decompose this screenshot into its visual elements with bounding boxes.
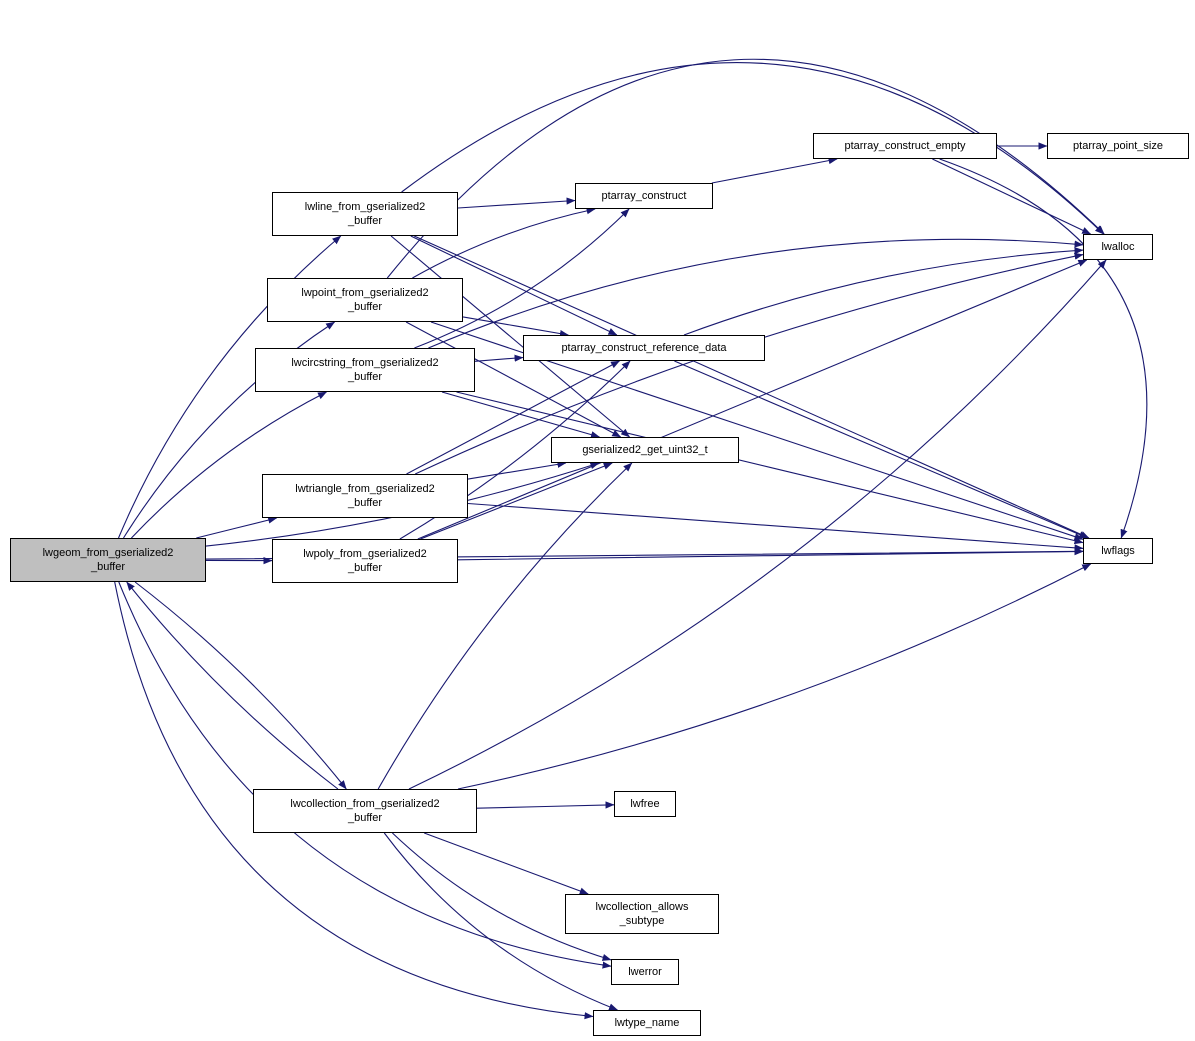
call-edge-lwcollection_from_gserialized2_buffer-to-lwerror [392,832,612,961]
graph-node-label: lwflags [1101,544,1135,557]
graph-node-label: _buffer [347,812,383,824]
graph-node-lwerror[interactable]: lwerror [611,959,679,985]
call-edge-ptarray_construct_empty-to-lwflags [939,158,1148,539]
call-edge-lwpoint_from_gserialized2_buffer-to-ptarray_construct [412,207,596,279]
graph-node-label: lwalloc [1101,240,1135,253]
call-edge-lwtriangle_from_gserialized2_buffer-to-gserialized2_get_uint32_t [467,460,567,480]
graph-node-label: _buffer [347,215,383,227]
graph-node-lwfree[interactable]: lwfree [614,791,676,817]
graph-node-label: _buffer [347,301,383,313]
graph-node-lwalloc[interactable]: lwalloc [1083,234,1153,260]
graph-node-lwcollection_from_gserialized2_buffer[interactable]: lwcollection_from_gserialized2 _buffer [253,789,477,833]
call-edge-lwgeom_from_gserialized2_buffer-to-lwline_from_gserialized2_buffer [117,235,342,539]
call-edge-lwcircstring_from_gserialized2_buffer-to-lwflags [456,391,1084,545]
call-edge-lwcollection_from_gserialized2_buffer-to-lwalloc [408,259,1107,790]
call-edge-ptarray_construct_empty-to-lwalloc [932,158,1092,235]
call-edge-lwcollection_from_gserialized2_buffer-to-gserialized2_get_uint32_t [377,462,633,790]
call-edge-lwcircstring_from_gserialized2_buffer-to-lwalloc [428,238,1084,349]
call-edge-lwcircstring_from_gserialized2_buffer-to-ptarray_construct_reference_data [474,354,524,362]
call-edge-lwtriangle_from_gserialized2_buffer-to-lwalloc [414,252,1084,475]
call-edge-lwcollection_from_gserialized2_buffer-to-lwcollection_allows_subtype [424,832,589,895]
call-edge-lwcollection_from_gserialized2_buffer-to-lwgeom_from_gserialized2_buffer [126,581,339,790]
graph-node-gserialized2_get_uint32_t[interactable]: gserialized2_get_uint32_t [551,437,739,463]
graph-node-lwpoly_from_gserialized2_buffer[interactable]: lwpoly_from_gserialized2 _buffer [272,539,458,583]
graph-node-label: lwcircstring_from_gserialized2 [291,356,439,369]
graph-node-label: lwcollection_allows [595,900,689,913]
graph-node-lwpoint_from_gserialized2_buffer[interactable]: lwpoint_from_gserialized2 _buffer [267,278,463,322]
graph-node-lwline_from_gserialized2_buffer[interactable]: lwline_from_gserialized2 _buffer [272,192,458,236]
graph-node-label: lwcollection_from_gserialized2 [290,797,440,810]
graph-node-label: lwgeom_from_gserialized2 [42,546,174,559]
call-edge-lwline_from_gserialized2_buffer-to-lwalloc [401,62,1104,235]
graph-node-ptarray_point_size[interactable]: ptarray_point_size [1047,133,1189,159]
call-edge-lwcollection_from_gserialized2_buffer-to-lwflags [457,563,1092,790]
call-edge-ptarray_construct_reference_data-to-lwalloc [683,247,1084,336]
call-edge-lwline_from_gserialized2_buffer-to-gserialized2_get_uint32_t [390,235,630,438]
call-edge-ptarray_construct-to-ptarray_construct_empty [711,157,838,184]
graph-node-label: lwtype_name [614,1016,680,1029]
graph-node-label: lwpoint_from_gserialized2 [301,286,429,299]
graph-node-lwcircstring_from_gserialized2_buffer[interactable]: lwcircstring_from_gserialized2 _buffer [255,348,475,392]
call-edge-lwpoly_from_gserialized2_buffer-to-gserialized2_get_uint32_t [420,462,613,540]
call-edge-lwpoint_from_gserialized2_buffer-to-lwalloc [386,58,1105,279]
graph-node-label: ptarray_point_size [1073,139,1163,152]
graph-node-label: ptarray_construct_reference_data [561,341,727,354]
call-edge-lwpoint_from_gserialized2_buffer-to-gserialized2_get_uint32_t [405,321,622,438]
graph-node-lwgeom_from_gserialized2_buffer[interactable]: lwgeom_from_gserialized2 _buffer [10,538,206,582]
graph-node-lwtype_name[interactable]: lwtype_name [593,1010,701,1036]
graph-node-label: _buffer [90,561,126,573]
graph-node-label: lwpoly_from_gserialized2 [303,547,427,560]
graph-node-label: _buffer [347,371,383,383]
graph-node-ptarray_construct_empty[interactable]: ptarray_construct_empty [813,133,997,159]
graph-node-label: lwerror [628,965,662,978]
call-edge-lwpoly_from_gserialized2_buffer-to-lwalloc [417,259,1088,540]
call-edge-lwpoly_from_gserialized2_buffer-to-ptarray_construct_reference_data [399,360,631,540]
graph-node-label: lwtriangle_from_gserialized2 [295,482,435,495]
call-edge-ptarray_construct_reference_data-to-lwflags [674,360,1089,539]
call-edge-lwcollection_from_gserialized2_buffer-to-lwfree [476,801,615,809]
graph-node-lwcollection_allows_subtype[interactable]: lwcollection_allows _subtype [565,894,719,934]
call-edge-lwgeom_from_gserialized2_buffer-to-lwtype_name [114,581,594,1020]
call-edge-lwline_from_gserialized2_buffer-to-ptarray_construct_reference_data [410,235,618,336]
graph-node-label: ptarray_construct [601,189,687,202]
call-edge-lwgeom_from_gserialized2_buffer-to-lwcircstring_from_gserialized2_buffer [131,391,327,539]
call-edge-lwpoint_from_gserialized2_buffer-to-ptarray_construct_reference_data [462,316,569,338]
call-edge-lwgeom_from_gserialized2_buffer-to-lwerror [118,581,612,969]
call-edge-lwgeom_from_gserialized2_buffer-to-lwcollection_from_gserialized2_buffer [134,581,347,790]
graph-node-label: gserialized2_get_uint32_t [582,443,708,456]
call-edge-lwline_from_gserialized2_buffer-to-lwflags [413,235,1090,539]
graph-node-label: lwfree [630,797,660,810]
graph-node-label: lwline_from_gserialized2 [304,200,426,213]
graph-node-label: _buffer [347,497,383,509]
graph-node-ptarray_construct_reference_data[interactable]: ptarray_construct_reference_data [523,335,765,361]
graph-node-label: _subtype [619,915,665,927]
call-edge-lwline_from_gserialized2_buffer-to-ptarray_construct [457,197,576,209]
call-edge-lwtriangle_from_gserialized2_buffer-to-ptarray_construct_reference_data [406,360,620,475]
call-edge-lwpoly_from_gserialized2_buffer-to-lwflags [457,548,1084,561]
graph-node-lwflags[interactable]: lwflags [1083,538,1153,564]
graph-node-lwtriangle_from_gserialized2_buffer[interactable]: lwtriangle_from_gserialized2 _buffer [262,474,468,518]
graph-node-label: _buffer [347,562,383,574]
call-edge-lwcircstring_from_gserialized2_buffer-to-gserialized2_get_uint32_t [441,391,600,439]
call-edge-lwgeom_from_gserialized2_buffer-to-lwtriangle_from_gserialized2_buffer [196,516,278,539]
call-edge-lwcircstring_from_gserialized2_buffer-to-ptarray_construct [414,208,630,349]
graph-node-ptarray_construct[interactable]: ptarray_construct [575,183,713,209]
call-edge-lwcollection_from_gserialized2_buffer-to-lwtype_name [383,832,618,1011]
call-edge-lwtriangle_from_gserialized2_buffer-to-lwflags [467,502,1084,552]
graph-node-label: ptarray_construct_empty [844,139,966,152]
call-edge-lwgeom_from_gserialized2_buffer-to-lwpoint_from_gserialized2_buffer [123,321,336,539]
